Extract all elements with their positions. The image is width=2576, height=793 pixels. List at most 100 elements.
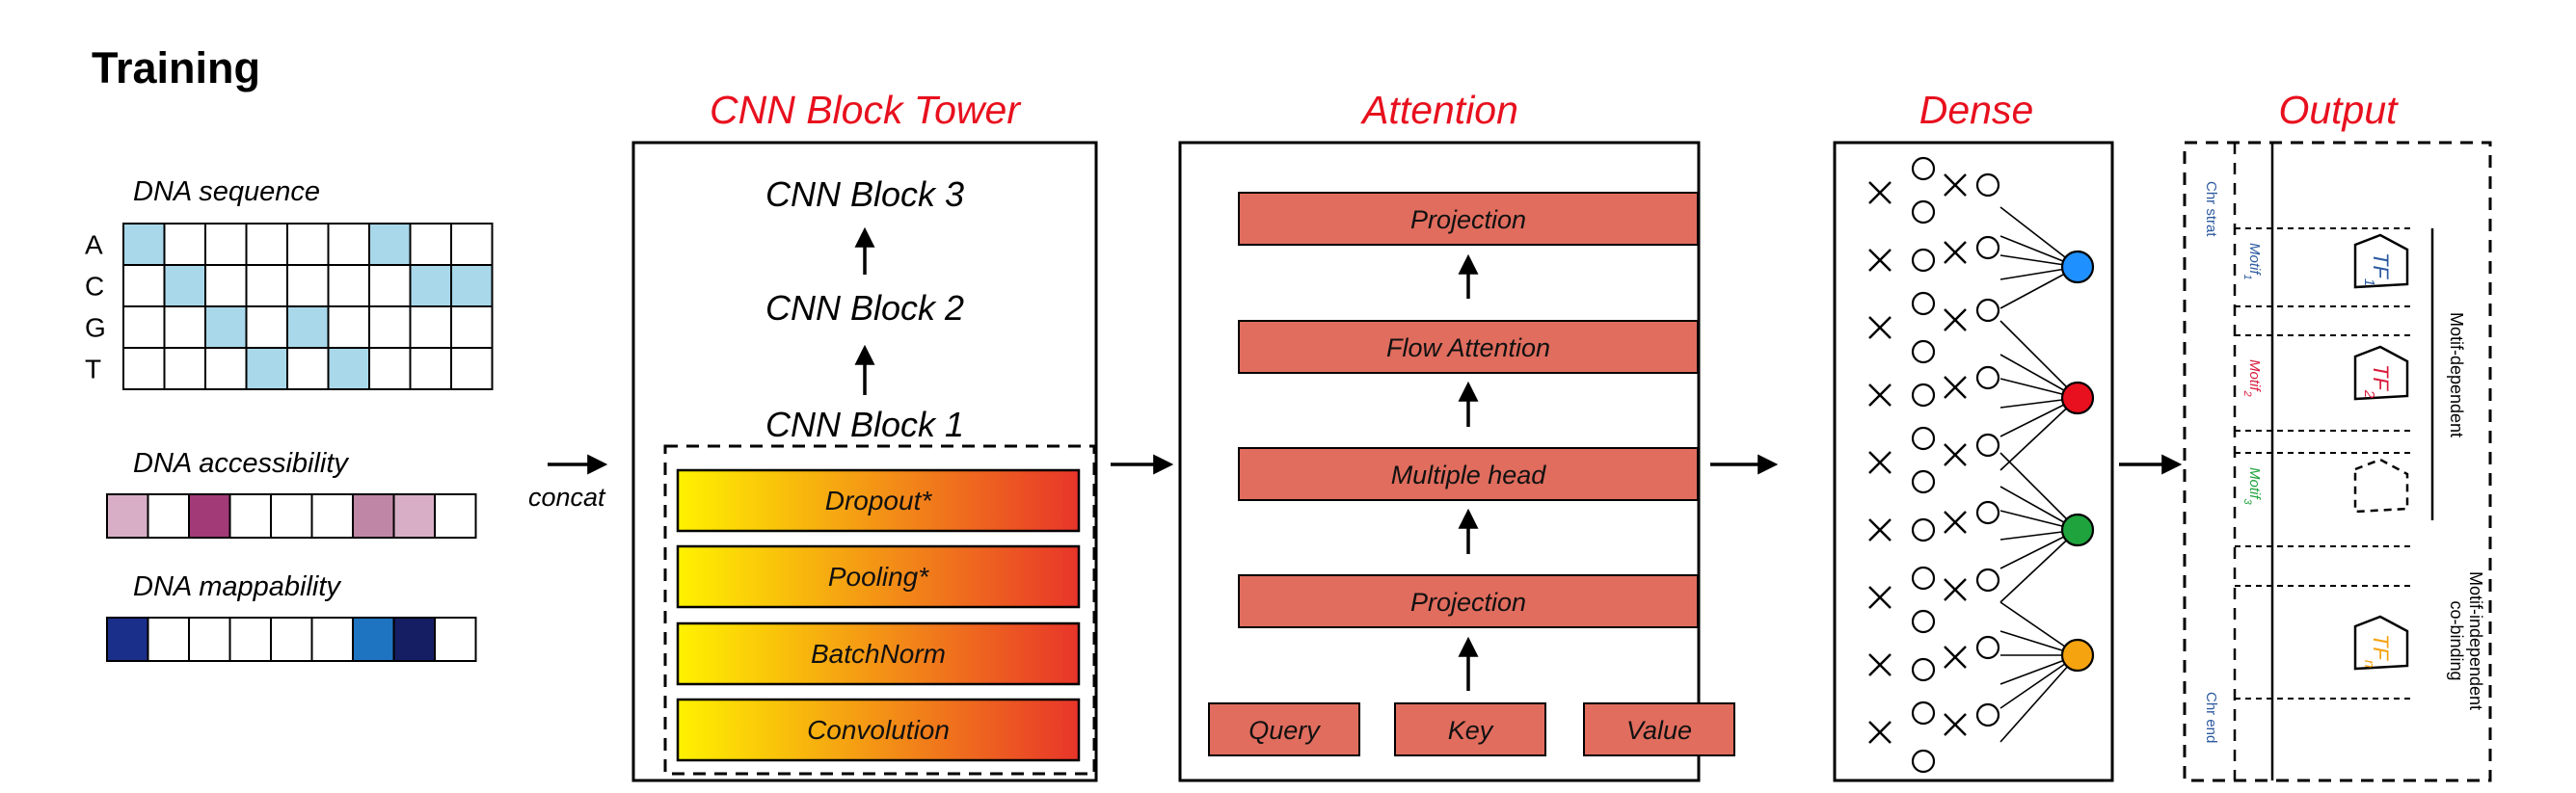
dropped-neuron-stroke [1868, 249, 1892, 272]
tfn-label: TFn [2362, 634, 2394, 668]
sequence-cell [450, 305, 494, 349]
sequence-cell [450, 223, 494, 266]
dropout-layer [676, 468, 1081, 533]
value-input [1583, 702, 1735, 756]
dense-connection [1999, 654, 2079, 743]
dropped-neuron-stroke [1944, 713, 1967, 736]
dropped-neuron-stroke [1868, 383, 1892, 407]
motif2-label: Motif2 [2241, 359, 2263, 397]
active-neuron [1911, 749, 1936, 774]
active-neuron [1911, 199, 1936, 225]
projection-bottom-layer [1238, 574, 1699, 628]
dropped-neuron [1944, 241, 1967, 264]
sequence-grid [122, 223, 494, 390]
sequence-cell [286, 264, 330, 307]
sequence-cell [409, 347, 452, 390]
unbound-motif3-pentagon [2353, 458, 2409, 514]
figure-title: Training [92, 43, 260, 93]
dense-module: Dense [1833, 88, 2114, 782]
pooling-layer [676, 544, 1081, 609]
dropped-neuron-stroke [1944, 376, 1967, 399]
sequence-cell [286, 223, 330, 266]
dna-sequence-label: DNA sequence [133, 176, 320, 207]
output-node [2060, 250, 2095, 284]
sequence-cell [327, 347, 370, 390]
accessibility-cell [392, 493, 436, 539]
sequence-cell [409, 223, 452, 266]
sequence-cell [204, 305, 248, 349]
dna-accessibility-label: DNA accessibility [133, 448, 349, 479]
dropped-neuron [1944, 376, 1967, 399]
dropped-neuron [1944, 308, 1967, 331]
dropped-neuron-stroke [1868, 518, 1892, 542]
accessibility-track [106, 493, 477, 539]
dropped-neuron-stroke [1944, 578, 1967, 601]
output-frame [2183, 141, 2492, 782]
dense-title: Dense [1919, 88, 2034, 132]
sequence-row-label-c: C [85, 272, 104, 302]
dropped-neuron-stroke [1868, 181, 1892, 204]
multiple-head-label: Multiple head [1391, 461, 1547, 489]
dna-mappability-panel: DNA mappability [106, 571, 477, 662]
output-module: Output Chr strat Chr end Motif1 Motif2 M… [2183, 88, 2492, 782]
active-neuron [1911, 657, 1936, 682]
output-node [2060, 638, 2095, 673]
dropped-neuron [1868, 181, 1892, 204]
sequence-cell [163, 223, 206, 266]
mappability-cell [270, 617, 313, 662]
sequence-cell [368, 347, 412, 390]
dropped-neuron [1868, 249, 1892, 272]
dropped-neuron [1868, 316, 1892, 339]
cnn-block-1: CNN Block 1 [765, 405, 964, 444]
tf2-label: TF2 [2362, 364, 2394, 399]
sequence-cell [245, 305, 288, 349]
sequence-cell [327, 223, 370, 266]
sequence-row-label-a: A [85, 230, 103, 260]
dense-frame [1833, 141, 2114, 782]
dropped-neuron-stroke [1944, 308, 1967, 331]
dropped-neuron [1868, 586, 1892, 609]
dropped-neuron-stroke [1944, 241, 1967, 264]
concat-label: concat [528, 483, 606, 512]
dropped-neuron [1868, 518, 1892, 542]
multiple-head-layer [1238, 447, 1699, 501]
active-neuron [1911, 700, 1936, 726]
chr-end-label: Chr end [2203, 692, 2219, 743]
dropped-neuron [1868, 653, 1892, 676]
dropped-neuron [1944, 511, 1967, 534]
batchnorm-layer [676, 621, 1081, 686]
projection-bottom-label: Projection [1410, 588, 1526, 617]
active-neuron [1975, 235, 2000, 260]
mappability-cell [188, 617, 231, 662]
dropped-neuron [1944, 713, 1967, 736]
accessibility-cell [106, 493, 149, 539]
pooling-label: Pooling* [828, 562, 929, 592]
sequence-cell [122, 264, 166, 307]
accessibility-cell [270, 493, 313, 539]
dense-output-nodes [2060, 250, 2095, 673]
sequence-cell [450, 347, 494, 390]
sequence-cell [368, 264, 412, 307]
output-node [2060, 381, 2095, 415]
batchnorm-label: BatchNorm [811, 639, 946, 669]
sequence-cell [204, 223, 248, 266]
sequence-cell [204, 264, 248, 307]
active-neuron [1975, 568, 2000, 593]
active-neuron [1911, 383, 1936, 408]
sequence-cell [368, 223, 412, 266]
dropout-label: Dropout* [825, 486, 933, 515]
sequence-cell [409, 305, 452, 349]
flow-attention-label: Flow Attention [1386, 333, 1550, 362]
accessibility-cell [434, 493, 477, 539]
active-neuron [1975, 635, 2000, 660]
dropped-neuron-stroke [1944, 173, 1967, 197]
query-label: Query [1248, 716, 1321, 745]
tf1-pentagon [2353, 233, 2409, 289]
active-neuron [1911, 517, 1936, 542]
accessibility-cell [310, 493, 354, 539]
dropped-neuron [1944, 173, 1967, 197]
sequence-cell [245, 264, 288, 307]
accessibility-cell [228, 493, 272, 539]
dna-accessibility-panel: DNA accessibility [106, 448, 477, 539]
